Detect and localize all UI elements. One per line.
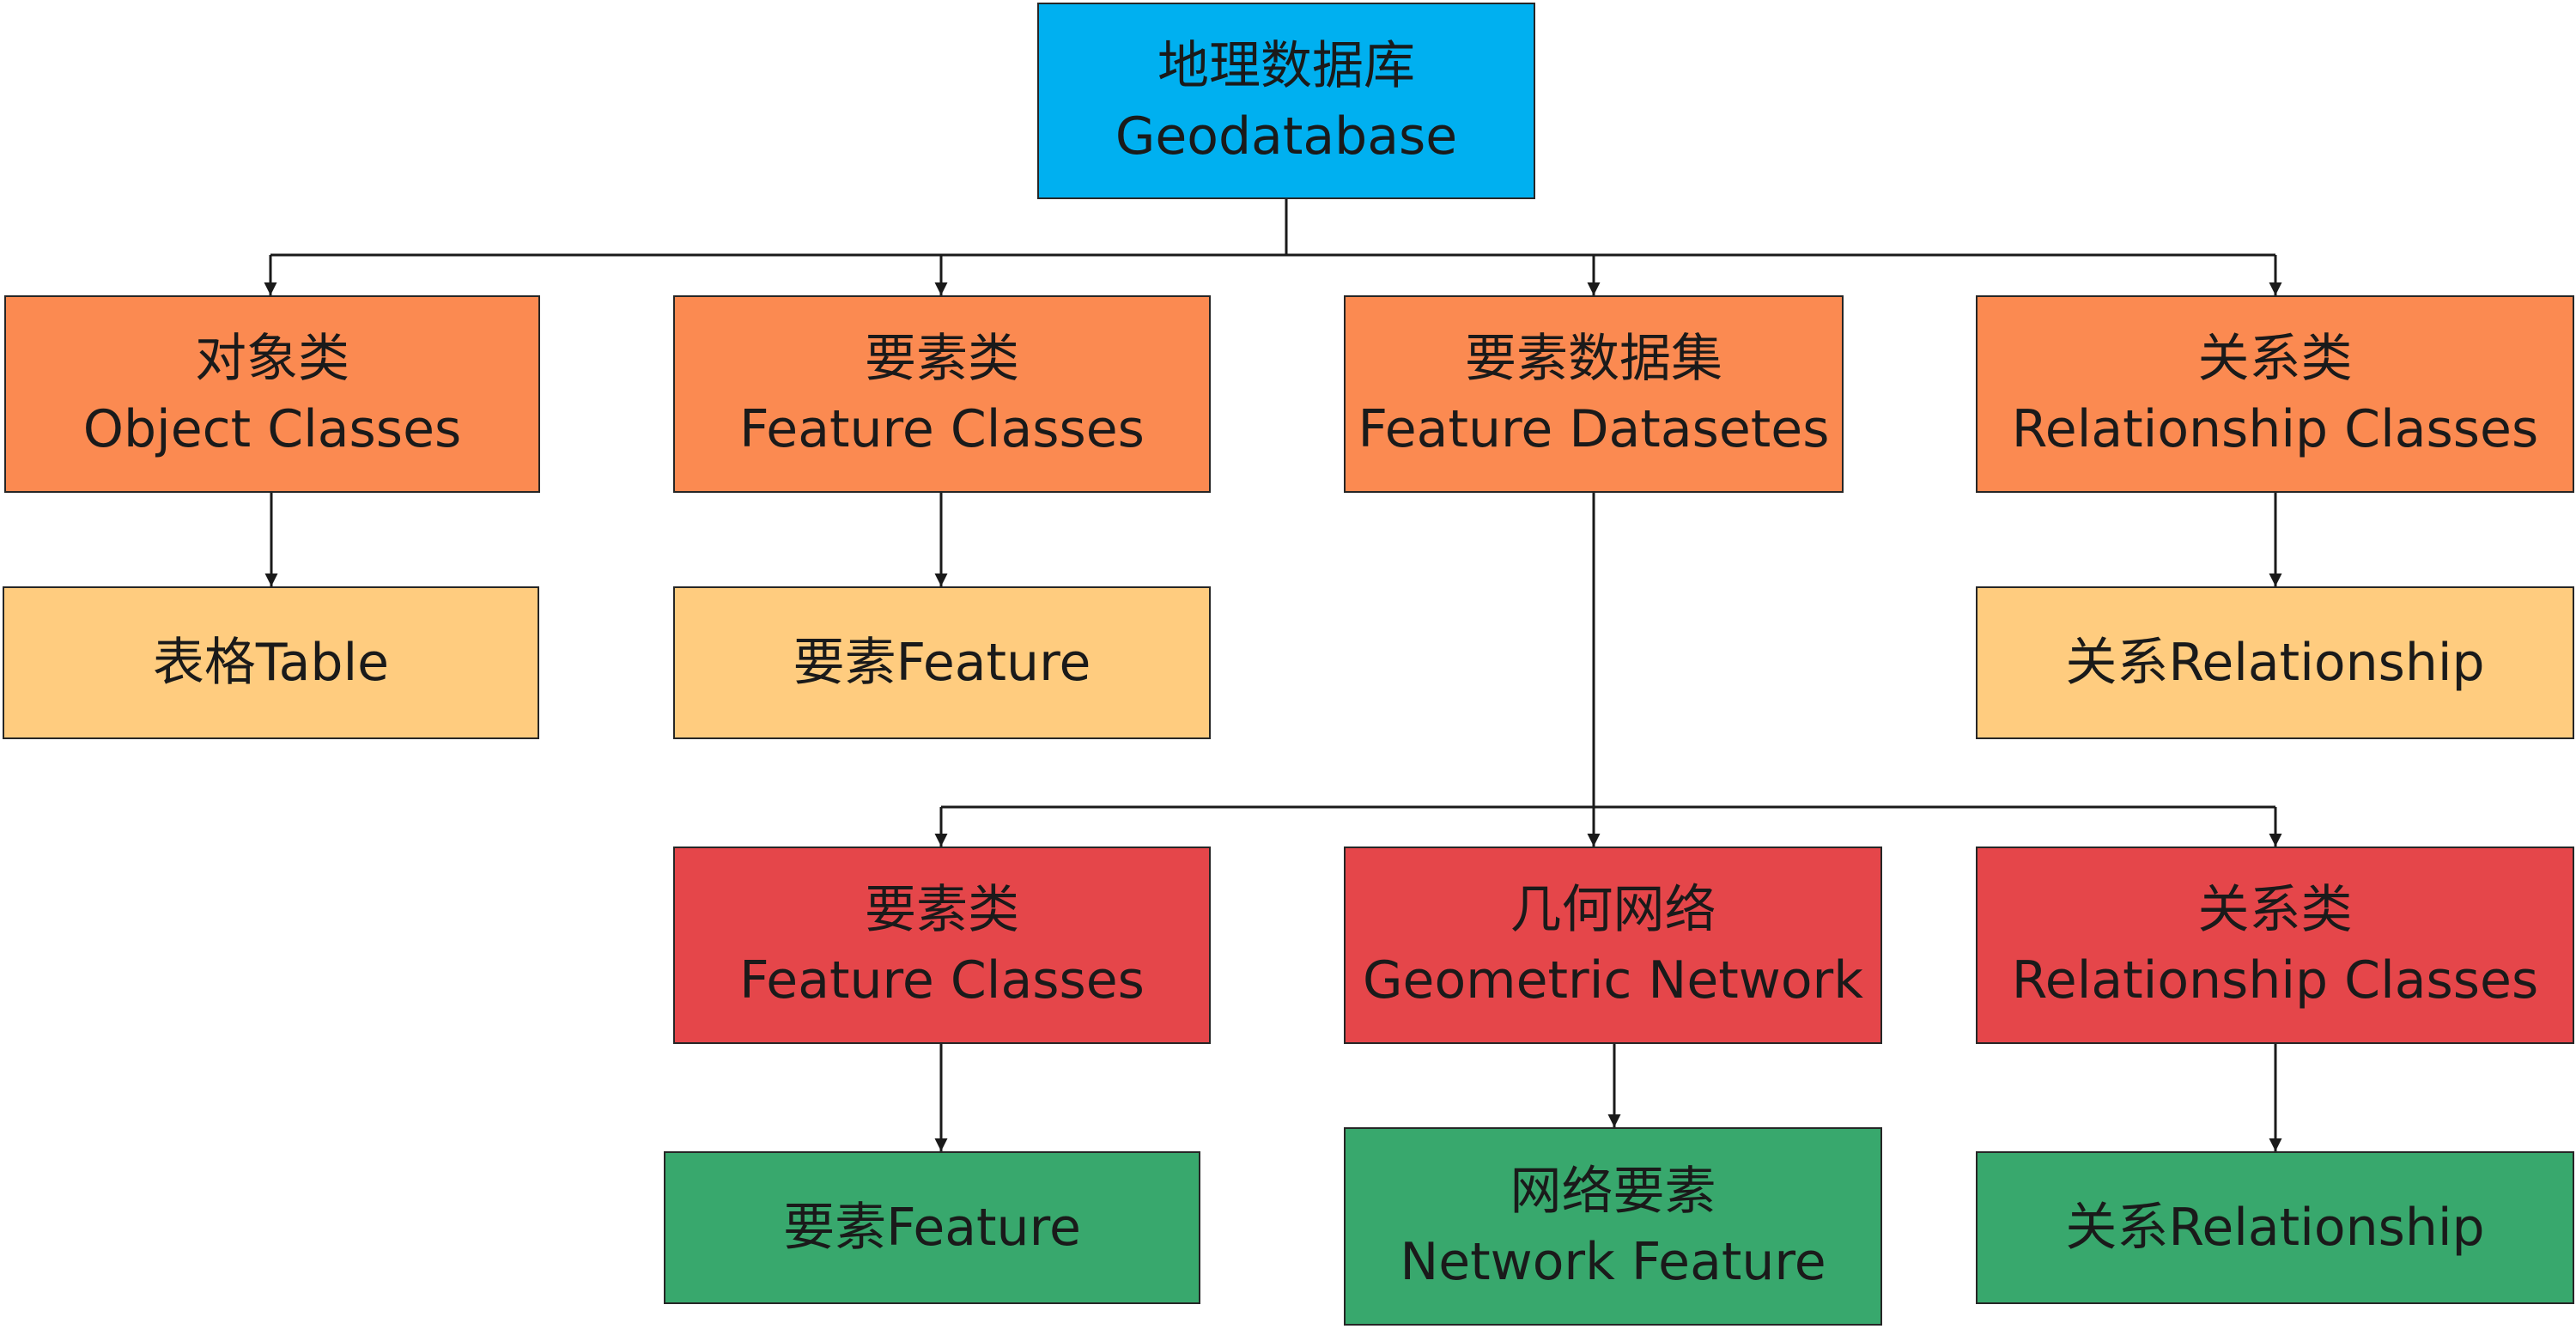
relationship-node: 关系Relationship — [1976, 586, 2574, 739]
ds-network-feature-node: 网络要素 Network Feature — [1344, 1127, 1882, 1326]
relationship-label: 关系Relationship — [2065, 633, 2485, 693]
geodatabase-zh-label: 地理数据库 — [1157, 35, 1415, 96]
feature-label: 要素Feature — [793, 633, 1091, 693]
ds-network-feature-en-label: Network Feature — [1400, 1231, 1826, 1292]
relationship-classes-en-label: Relationship Classes — [2011, 399, 2539, 459]
ds-feature-classes-zh-label: 要素类 — [865, 880, 1019, 940]
ds-relationship-classes-node: 关系类 Relationship Classes — [1976, 847, 2574, 1044]
feature-classes-node: 要素类 Feature Classes — [673, 295, 1211, 493]
ds-relationship-classes-zh-label: 关系类 — [2197, 880, 2353, 940]
relationship-classes-node: 关系类 Relationship Classes — [1976, 295, 2574, 493]
feature-datasets-zh-label: 要素数据集 — [1465, 329, 1722, 389]
table-label: 表格Table — [152, 633, 390, 693]
geodatabase-node: 地理数据库 Geodatabase — [1037, 3, 1535, 199]
ds-relationship-label: 关系Relationship — [2065, 1198, 2485, 1258]
feature-datasets-node: 要素数据集 Feature Datasetes — [1344, 295, 1844, 493]
ds-geometric-network-node: 几何网络 Geometric Network — [1344, 847, 1882, 1044]
feature-node: 要素Feature — [673, 586, 1211, 739]
ds-geometric-network-zh-label: 几何网络 — [1510, 880, 1716, 940]
geodatabase-en-label: Geodatabase — [1115, 106, 1458, 167]
ds-feature-node: 要素Feature — [664, 1151, 1200, 1304]
object-classes-node: 对象类 Object Classes — [4, 295, 540, 493]
ds-feature-classes-en-label: Feature Classes — [739, 950, 1145, 1010]
feature-datasets-en-label: Feature Datasetes — [1358, 399, 1830, 459]
ds-feature-classes-node: 要素类 Feature Classes — [673, 847, 1211, 1044]
feature-classes-en-label: Feature Classes — [739, 399, 1145, 459]
ds-feature-label: 要素Feature — [783, 1198, 1081, 1258]
object-classes-zh-label: 对象类 — [195, 329, 349, 389]
ds-geometric-network-en-label: Geometric Network — [1363, 950, 1863, 1010]
table-node: 表格Table — [3, 586, 539, 739]
ds-network-feature-zh-label: 网络要素 — [1510, 1161, 1716, 1222]
object-classes-en-label: Object Classes — [82, 399, 462, 459]
ds-relationship-classes-en-label: Relationship Classes — [2011, 950, 2539, 1010]
relationship-classes-zh-label: 关系类 — [2197, 329, 2353, 389]
feature-classes-zh-label: 要素类 — [865, 329, 1019, 389]
ds-relationship-node: 关系Relationship — [1976, 1151, 2574, 1304]
